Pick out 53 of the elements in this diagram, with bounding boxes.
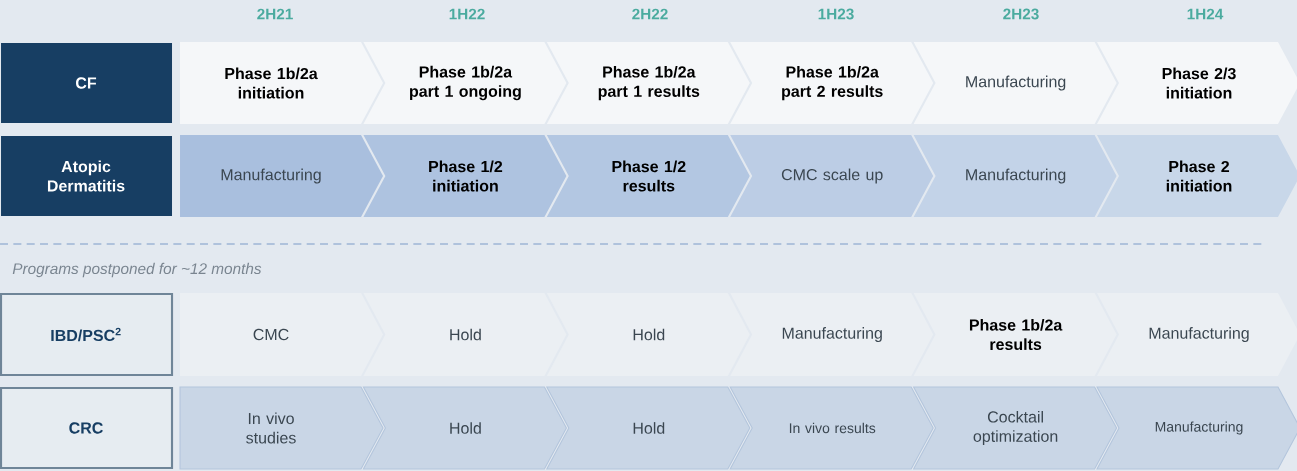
note: Programs postponed for ~12 months (12, 262, 262, 278)
node-label: Manufacturing (966, 168, 1066, 184)
node-label: In vivo studies (246, 412, 296, 444)
phase-box: Hold (362, 386, 567, 470)
node-label: In vivo results (789, 422, 876, 434)
phase-box: Manufacturing (913, 135, 1117, 217)
phase-box: CMC scale up (730, 135, 934, 217)
phase-box: Manufacturing (913, 42, 1117, 124)
node-label: Hold (633, 328, 665, 341)
period-label: 1H22 (449, 8, 485, 20)
row-header: IBD/PSC$^{2}$ (0, 292, 174, 377)
node-label: Phase 1b/2a part 2 results (782, 65, 883, 101)
row-header: Atopic Dermatitis (1, 136, 172, 216)
phase-box: Manufacturing (1096, 386, 1297, 470)
phase-box: Phase 1/2 initiation (363, 135, 567, 217)
phase-box: CMC (180, 293, 383, 376)
node-label: Hold (633, 422, 665, 434)
node-label: Phase 1/2 initiation (429, 160, 503, 192)
phase-box: Phase 1/2 results (546, 135, 750, 217)
node-label: Phase 1/2 results (612, 160, 686, 192)
row-header: CRC (0, 386, 174, 470)
phase-box: Phase 1b/2a part 1 results (546, 42, 750, 124)
phase-box: Phase 1b/2a initiation (180, 42, 383, 124)
node-label: Phase 1b/2a results (969, 318, 1063, 351)
row-header: CF (1, 43, 172, 123)
period-label: 1H24 (1187, 8, 1224, 20)
phase-box: In vivo studies (179, 386, 384, 470)
node-label: Phase 2/3 initiation (1162, 67, 1236, 99)
period-label: 2H21 (257, 8, 293, 20)
node-label: CMC (253, 328, 289, 341)
phase-box: Cocktail optimization (912, 386, 1118, 470)
phase-box: Phase 2 initiation (1097, 135, 1297, 217)
node-label: Hold (450, 422, 481, 434)
node-label: Phase 1b/2a initiation (225, 67, 318, 99)
node-label: Manufacturing (1149, 327, 1249, 342)
period-label: 1H23 (818, 8, 854, 20)
period-label: 2H22 (632, 8, 668, 20)
node-label: Cocktail optimization (973, 410, 1058, 446)
phase-box: Phase 1b/2a part 2 results (730, 42, 934, 124)
node-label: Manufacturing (1155, 421, 1243, 435)
node-label: Phase 1b/2a part 1 ongoing (410, 65, 521, 101)
node-label: Phase 2 initiation (1166, 160, 1232, 192)
phase-box: Phase 2/3 initiation (1097, 42, 1297, 124)
phase-box: Manufacturing (180, 135, 383, 217)
period-label: 2H23 (1003, 8, 1039, 20)
node-label: Phase 1b/2a part 1 results (598, 65, 700, 101)
node-label: Manufacturing (966, 75, 1066, 91)
node-label: Hold (450, 328, 481, 341)
node-label: Manufacturing (782, 327, 882, 342)
phase-box: In vivo results (729, 386, 934, 470)
node-label: Manufacturing (221, 168, 321, 184)
phase-box: Phase 1b/2a part 1 ongoing (363, 42, 567, 124)
phase-box: Hold (545, 386, 751, 470)
